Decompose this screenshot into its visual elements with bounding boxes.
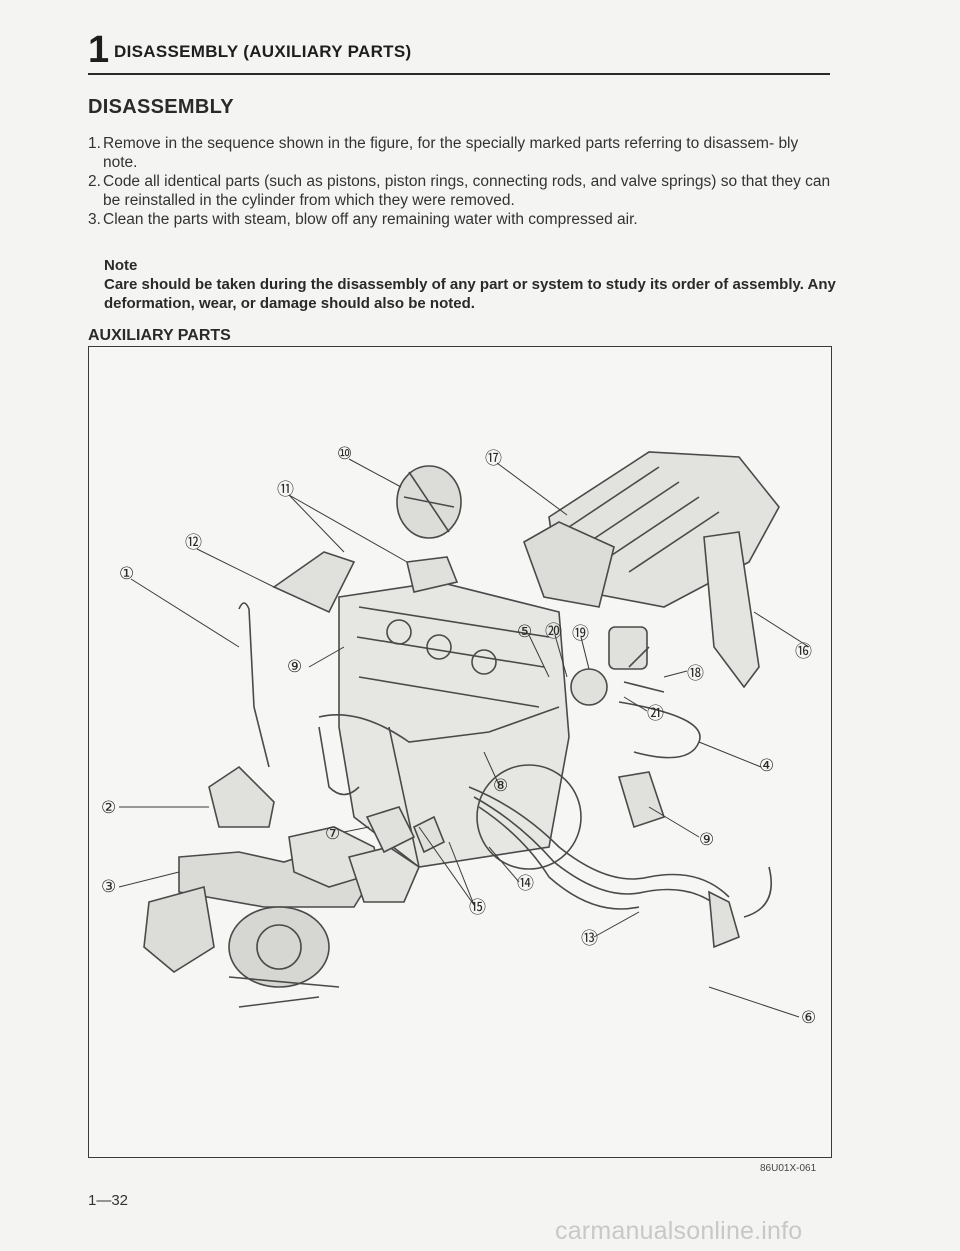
callout-label: ⑭ xyxy=(517,874,534,893)
callout-label: ⑬ xyxy=(581,929,598,948)
exploded-view-figure: ⑩ ⑰ ⑪ ⑫ ① ⑤ ⑳ ⑲ ⑨ ⑯ ⑱ ㉑ ④ ② ⑧ ⑨ ⑦ ⑭ ③ ⑮ xyxy=(88,346,832,1158)
section-title: DISASSEMBLY xyxy=(88,96,234,118)
callout-label: ⑨ xyxy=(699,830,714,849)
leader-lines xyxy=(118,458,810,1018)
step-text: Remove in the sequence shown in the figu… xyxy=(103,135,799,171)
callout-label: ⑩ xyxy=(337,444,352,463)
callout-label: ⑫ xyxy=(185,533,202,552)
step-item: 3.Clean the parts with steam, blow off a… xyxy=(88,210,833,229)
step-text: Code all identical parts (such as piston… xyxy=(103,173,831,209)
procedure-steps: 1.Remove in the sequence shown in the fi… xyxy=(88,134,833,229)
callout-label: ⑦ xyxy=(325,824,340,843)
callout-label: ④ xyxy=(759,756,774,775)
figure-code: 86U01X-061 xyxy=(760,1163,817,1174)
step-number: 1. xyxy=(88,135,101,152)
note-block: Note Care should be taken during the dis… xyxy=(104,256,839,313)
step-number: 2. xyxy=(88,173,101,190)
site-watermark: carmanualsonline.info xyxy=(555,1217,803,1245)
callout-label: ⑱ xyxy=(687,664,704,683)
step-item: 2.Code all identical parts (such as pist… xyxy=(88,172,833,210)
step-number: 3. xyxy=(88,211,101,228)
step-item: 1.Remove in the sequence shown in the fi… xyxy=(88,134,833,172)
callout-label: ⑤ xyxy=(517,622,532,641)
callout-label: ⑨ xyxy=(287,657,302,676)
callout-label: ⑧ xyxy=(493,776,508,795)
page-number: 1—32 xyxy=(88,1192,129,1209)
header-divider xyxy=(88,73,830,75)
chapter-number: 1 xyxy=(88,29,110,71)
chapter-title: DISASSEMBLY (AUXILIARY PARTS) xyxy=(114,42,412,61)
callout-label: ⑮ xyxy=(469,898,486,917)
callout-labels: ⑩ ⑰ ⑪ ⑫ ① ⑤ ⑳ ⑲ ⑨ ⑯ ⑱ ㉑ ④ ② ⑧ ⑨ ⑦ ⑭ ③ ⑮ xyxy=(101,444,816,1027)
callout-label: ① xyxy=(119,564,134,583)
note-title: Note xyxy=(104,257,138,274)
page-header: 1 DISASSEMBLY (AUXILIARY PARTS) xyxy=(88,28,830,72)
step-text: Clean the parts with steam, blow off any… xyxy=(103,211,638,228)
callout-label: ⑯ xyxy=(795,642,812,661)
diagram-artwork xyxy=(143,451,780,1008)
callout-label: ⑥ xyxy=(801,1008,816,1027)
callout-label: ㉑ xyxy=(647,704,664,723)
note-text: Care should be taken during the disassem… xyxy=(104,276,836,312)
callout-label: ⑪ xyxy=(277,480,294,499)
callout-label: ② xyxy=(101,798,116,817)
callout-label: ⑰ xyxy=(485,449,502,468)
callout-label: ③ xyxy=(101,877,116,896)
subsection-title: AUXILIARY PARTS xyxy=(88,327,231,344)
callout-label: ⑲ xyxy=(572,624,589,643)
engine-exploded-diagram: ⑩ ⑰ ⑪ ⑫ ① ⑤ ⑳ ⑲ ⑨ ⑯ ⑱ ㉑ ④ ② ⑧ ⑨ ⑦ ⑭ ③ ⑮ xyxy=(101,444,816,1027)
callout-label: ⑳ xyxy=(545,622,562,641)
